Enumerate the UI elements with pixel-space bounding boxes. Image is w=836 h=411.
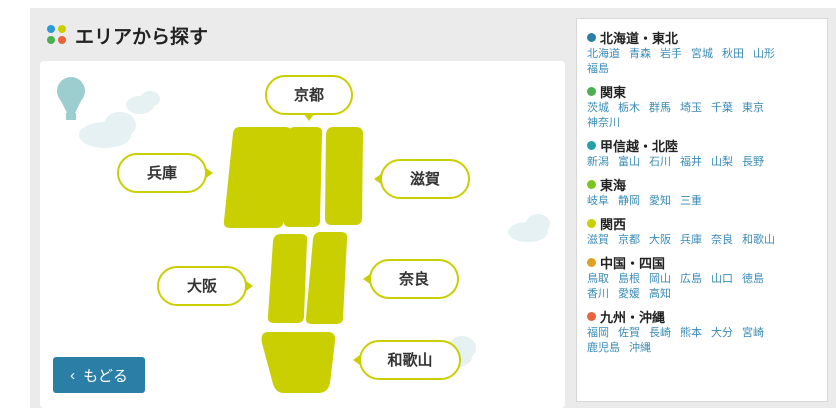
region-title[interactable]: 関東	[600, 85, 627, 101]
pref-link[interactable]: 島根	[618, 272, 640, 285]
page-title: エリアから探す	[75, 25, 209, 48]
region-title[interactable]: 九州・沖縄	[600, 310, 666, 326]
pref-link[interactable]: 宮城	[691, 47, 713, 60]
pref-link[interactable]: 香川	[587, 287, 609, 300]
region-group: 関西 滋賀京都大阪兵庫奈良和歌山	[587, 215, 792, 247]
pref-link[interactable]: 兵庫	[680, 233, 702, 246]
region-title[interactable]: 甲信越・北陸	[600, 139, 679, 155]
section-header: エリアから探す	[47, 20, 208, 50]
map-shape-wakayama[interactable]	[261, 332, 336, 393]
pref-link[interactable]: 茨城	[587, 101, 609, 114]
pref-link[interactable]: 愛媛	[618, 287, 640, 300]
pref-link[interactable]: 京都	[618, 233, 640, 246]
pref-link[interactable]: 広島	[680, 272, 702, 285]
pref-link[interactable]: 東京	[742, 101, 764, 114]
pref-link[interactable]: 石川	[649, 155, 671, 168]
pref-link[interactable]: 神奈川	[587, 116, 620, 129]
pref-link[interactable]: 静岡	[618, 194, 640, 207]
pref-link[interactable]: 佐賀	[618, 326, 640, 339]
region-group: 関東 茨城栃木群馬埼玉千葉東京神奈川	[587, 83, 792, 130]
back-button-label: もどる	[83, 367, 128, 385]
balloon-icon	[57, 77, 85, 120]
region-dot-icon	[587, 257, 596, 267]
map-label-wakayama[interactable]: 和歌山	[387, 351, 432, 369]
pref-link[interactable]: 新潟	[587, 155, 609, 168]
pref-link[interactable]: 鹿児島	[587, 341, 620, 354]
pref-link[interactable]: 大阪	[649, 233, 671, 246]
region-dot-icon	[587, 86, 596, 96]
pref-link[interactable]: 徳島	[742, 272, 764, 285]
pref-link[interactable]: 高知	[649, 287, 671, 300]
map-shape-osaka[interactable]	[267, 234, 308, 323]
region-group: 北海道・東北 北海道青森岩手宮城秋田山形福島	[587, 29, 792, 76]
pref-link[interactable]: 岩手	[660, 47, 682, 60]
region-group: 九州・沖縄 福岡佐賀長崎熊本大分宮崎鹿児島沖縄	[587, 308, 792, 355]
pref-link[interactable]: 山梨	[711, 155, 733, 168]
kansai-map: 京都 兵庫 滋賀 大阪 奈良 和歌山	[57, 75, 550, 393]
map-label-hyogo[interactable]: 兵庫	[147, 164, 177, 182]
map-label-shiga[interactable]: 滋賀	[410, 170, 440, 188]
map-shape-kyoto[interactable]	[283, 127, 323, 227]
map-shape-nara[interactable]	[305, 232, 348, 324]
pref-link[interactable]: 千葉	[711, 101, 733, 114]
pref-link[interactable]: 福島	[587, 62, 609, 75]
pref-link[interactable]: 宮崎	[742, 326, 764, 339]
pref-link[interactable]: 沖縄	[629, 341, 651, 354]
region-dot-icon	[587, 140, 596, 150]
region-dot-icon	[587, 179, 596, 189]
kansai-map-panel: 京都 兵庫 滋賀 大阪 奈良 和歌山	[40, 61, 565, 408]
back-button[interactable]: ‹ もどる	[53, 357, 145, 393]
pref-link[interactable]: 長崎	[649, 326, 671, 339]
pref-link[interactable]: 三重	[680, 194, 702, 207]
map-shape-hyogo[interactable]	[223, 127, 293, 228]
region-title[interactable]: 中国・四国	[600, 256, 666, 272]
map-label-osaka[interactable]: 大阪	[187, 277, 218, 295]
region-group: 甲信越・北陸 新潟富山石川福井山梨長野	[587, 137, 792, 169]
pref-link[interactable]: 山形	[753, 47, 775, 60]
pref-link[interactable]: 富山	[618, 155, 640, 168]
pref-link[interactable]: 秋田	[722, 47, 744, 60]
pref-link[interactable]: 青森	[629, 47, 651, 60]
region-group: 中国・四国 鳥取島根岡山広島山口徳島香川愛媛高知	[587, 254, 792, 301]
region-title[interactable]: 東海	[600, 178, 627, 194]
pref-link[interactable]: 岡山	[649, 272, 671, 285]
pref-link[interactable]: 愛知	[649, 194, 671, 207]
region-group: 東海 岐阜静岡愛知三重	[587, 176, 792, 208]
pref-link[interactable]: 和歌山	[742, 233, 775, 246]
pref-link[interactable]: 長野	[742, 155, 764, 168]
pref-link[interactable]: 岐阜	[587, 194, 609, 207]
region-title[interactable]: 北海道・東北	[600, 31, 679, 47]
pref-link[interactable]: 熊本	[680, 326, 702, 339]
region-dot-icon	[587, 311, 596, 321]
map-label-nara[interactable]: 奈良	[398, 270, 429, 288]
chevron-left-icon: ‹	[70, 366, 76, 384]
map-shape-shiga[interactable]	[325, 127, 363, 225]
dots-icon	[47, 25, 67, 45]
pref-link[interactable]: 北海道	[587, 47, 620, 60]
pref-link[interactable]: 山口	[711, 272, 733, 285]
pref-link[interactable]: 滋賀	[587, 233, 609, 246]
pref-link[interactable]: 福岡	[587, 326, 609, 339]
pref-link[interactable]: 大分	[711, 326, 733, 339]
pref-link[interactable]: 群馬	[649, 101, 671, 114]
region-title[interactable]: 関西	[600, 217, 627, 233]
pref-link[interactable]: 鳥取	[587, 272, 609, 285]
pref-link[interactable]: 栃木	[618, 101, 640, 114]
region-list: 北海道・東北 北海道青森岩手宮城秋田山形福島 関東 茨城栃木群馬埼玉千葉東京神奈…	[576, 18, 828, 402]
region-dot-icon	[587, 218, 596, 228]
pref-link[interactable]: 奈良	[711, 233, 733, 246]
pref-link[interactable]: 埼玉	[680, 101, 702, 114]
pref-link[interactable]: 福井	[680, 155, 702, 168]
map-label-kyoto[interactable]: 京都	[294, 86, 324, 104]
region-dot-icon	[587, 32, 596, 42]
